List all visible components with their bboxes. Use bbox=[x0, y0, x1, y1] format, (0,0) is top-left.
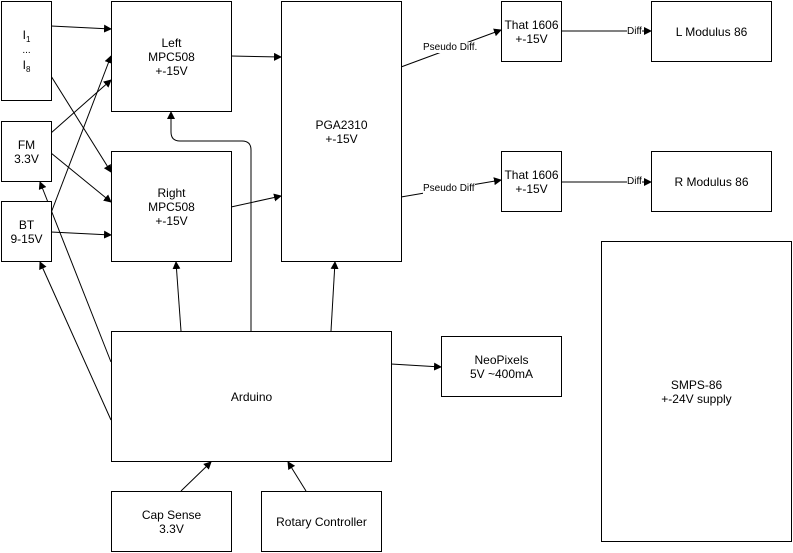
right-mpc-title: Right bbox=[157, 185, 186, 200]
smps-box: SMPS-86 +-24V supply bbox=[601, 241, 792, 542]
pga-voltage: +-15V bbox=[325, 131, 358, 146]
arduino-box: Arduino bbox=[111, 331, 392, 462]
left-mpc-voltage: +-15V bbox=[155, 63, 188, 78]
edge-rotary-arduino bbox=[287, 461, 307, 492]
edge-inputs-right bbox=[50, 75, 112, 173]
bt-voltage: 9-15V bbox=[10, 231, 43, 246]
cap-sense-label: Cap Sense bbox=[141, 507, 202, 522]
rotary-controller-label: Rotary Controller bbox=[276, 514, 367, 529]
edge-arduino-rightmpc bbox=[172, 261, 182, 332]
input-ellipsis: ... bbox=[22, 45, 31, 56]
that-bottom-box: That 1606 +-15V bbox=[501, 151, 562, 212]
edge-bt-right bbox=[50, 230, 112, 239]
r-modulus-box: R Modulus 86 bbox=[651, 151, 772, 212]
bt-label: BT bbox=[18, 217, 35, 232]
edge-bt-left bbox=[50, 55, 113, 214]
smps-voltage: +-24V supply bbox=[661, 391, 732, 406]
edge-fm-left bbox=[50, 79, 112, 134]
r-modulus-label: R Modulus 86 bbox=[674, 174, 749, 189]
fm-label: FM bbox=[17, 137, 36, 152]
edge-label-diff-bottom: Diff bbox=[627, 176, 642, 187]
l-modulus-label: L Modulus 86 bbox=[675, 24, 748, 39]
edge-label-diff-top: Diff bbox=[627, 26, 642, 37]
cap-sense-box: Cap Sense 3.3V bbox=[111, 491, 232, 552]
edge-leftmpc-pga bbox=[230, 52, 282, 61]
rotary-controller-box: Rotary Controller bbox=[261, 491, 382, 552]
right-mpc-voltage: +-15V bbox=[155, 213, 188, 228]
left-mpc-part: MPC508 bbox=[148, 49, 195, 64]
edge-arduino-leftmpc bbox=[167, 111, 252, 331]
that-top-box: That 1606 +-15V bbox=[501, 1, 562, 62]
right-mpc-box: Right MPC508 +-15V bbox=[111, 151, 232, 262]
edge-inputs-left bbox=[50, 24, 112, 33]
neopixels-box: NeoPixels 5V ~400mA bbox=[441, 336, 562, 397]
left-mpc-box: Left MPC508 +-15V bbox=[111, 1, 232, 112]
edge-capsense-arduino bbox=[180, 461, 212, 492]
edge-label-pseudo-diff-bottom: Pseudo Diff bbox=[423, 183, 475, 194]
edge-arduino-neopixels bbox=[390, 362, 442, 371]
edge-arduino-pga bbox=[330, 261, 339, 332]
left-mpc-title: Left bbox=[161, 35, 182, 50]
that-bottom-voltage: +-15V bbox=[515, 181, 548, 196]
arduino-label: Arduino bbox=[230, 389, 273, 404]
input-first-label: I1 bbox=[22, 28, 31, 44]
edge-label-pseudo-diff-top: Pseudo Diff. bbox=[423, 42, 478, 53]
fm-box: FM 3.3V bbox=[1, 121, 52, 182]
edge-arduino-bt bbox=[39, 261, 112, 421]
smps-label: SMPS-86 bbox=[670, 377, 723, 392]
edge-rightmpc-pga bbox=[230, 193, 282, 208]
that-top-part: That 1606 bbox=[504, 17, 559, 32]
edge-fm-right bbox=[50, 152, 112, 203]
pga-part: PGA2310 bbox=[315, 117, 368, 132]
inputs-box: I1 ... I8 bbox=[1, 1, 52, 101]
cap-sense-voltage: 3.3V bbox=[159, 521, 184, 536]
right-mpc-part: MPC508 bbox=[148, 199, 195, 214]
input-last-label: I8 bbox=[22, 58, 31, 74]
neopixels-label: NeoPixels bbox=[474, 352, 529, 367]
pga-box: PGA2310 +-15V bbox=[281, 1, 402, 262]
l-modulus-box: L Modulus 86 bbox=[651, 1, 772, 62]
bt-box: BT 9-15V bbox=[1, 201, 52, 262]
fm-voltage: 3.3V bbox=[14, 151, 39, 166]
that-top-voltage: +-15V bbox=[515, 31, 548, 46]
that-bottom-part: That 1606 bbox=[504, 167, 559, 182]
neopixels-power: 5V ~400mA bbox=[469, 366, 534, 381]
